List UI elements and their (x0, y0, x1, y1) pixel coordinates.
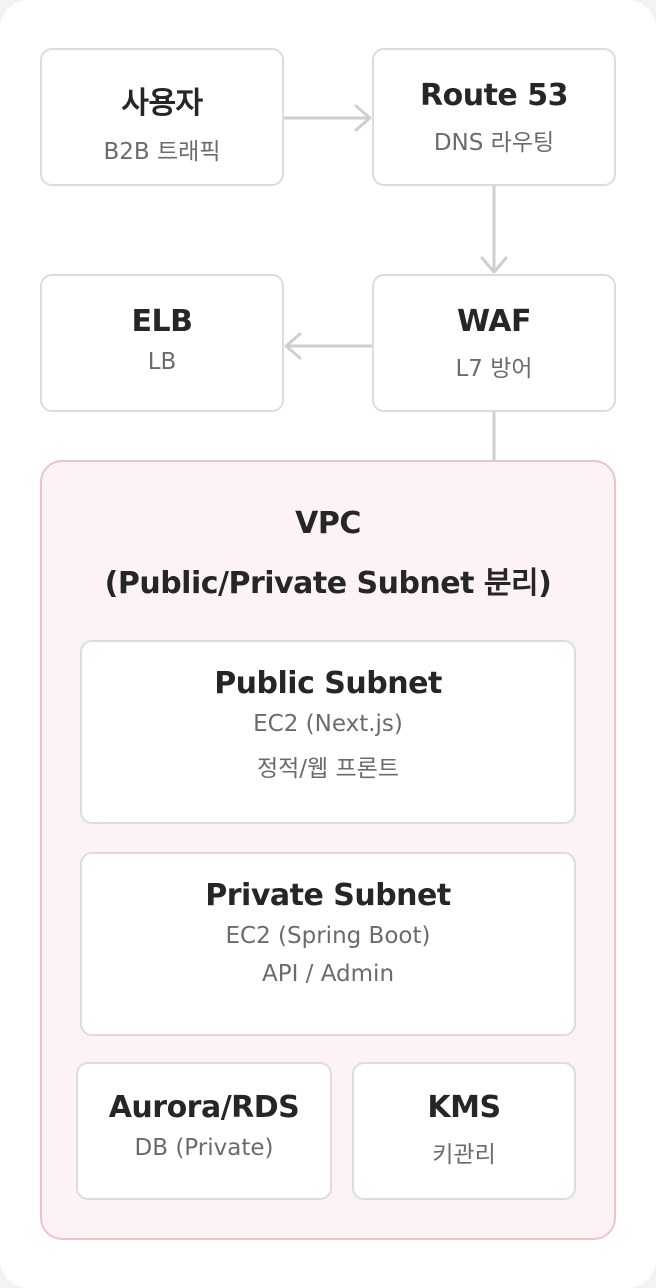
node-elb-title: ELB (131, 304, 193, 339)
arrowhead-elb (284, 332, 302, 360)
node-private-subnet-title: Private Subnet (205, 878, 451, 913)
node-kms: KMS 키관리 (352, 1062, 576, 1200)
node-waf: WAF L7 방어 (372, 274, 616, 412)
node-user: 사용자 B2B 트래픽 (40, 48, 284, 186)
node-private-subnet: Private Subnet EC2 (Spring Boot) API / A… (80, 852, 576, 1036)
node-aurora-rds-title: Aurora/RDS (108, 1090, 300, 1125)
node-user-subtitle: B2B 트래픽 (103, 139, 221, 165)
node-route53-subtitle: DNS 라우팅 (433, 130, 555, 156)
node-private-subnet-line2: API / Admin (261, 961, 395, 987)
node-kms-subtitle: 키관리 (432, 1142, 496, 1168)
arrowhead-route53 (354, 104, 372, 132)
node-public-subnet-line1: EC2 (Next.js) (253, 711, 403, 737)
node-route53: Route 53 DNS 라우팅 (372, 48, 616, 186)
node-public-subnet-title: Public Subnet (214, 666, 442, 701)
node-elb: ELB LB (40, 274, 284, 412)
node-waf-subtitle: L7 방어 (455, 356, 533, 382)
node-private-subnet-line1: EC2 (Spring Boot) (225, 923, 431, 949)
node-aurora-rds-subtitle: DB (Private) (134, 1135, 274, 1161)
node-elb-subtitle: LB (147, 349, 177, 375)
node-user-title: 사용자 (121, 86, 203, 121)
vpc-title-line2: (Public/Private Subnet 분리) (104, 566, 552, 601)
node-waf-title: WAF (457, 304, 531, 339)
arrowhead-waf (480, 256, 508, 274)
vpc-title-line1: VPC (295, 506, 361, 541)
node-public-subnet: Public Subnet EC2 (Next.js) 정적/웹 프론트 (80, 640, 576, 824)
node-public-subnet-line2: 정적/웹 프론트 (256, 756, 400, 782)
node-kms-title: KMS (427, 1090, 501, 1125)
node-aurora-rds: Aurora/RDS DB (Private) (76, 1062, 332, 1200)
node-route53-title: Route 53 (420, 78, 568, 113)
